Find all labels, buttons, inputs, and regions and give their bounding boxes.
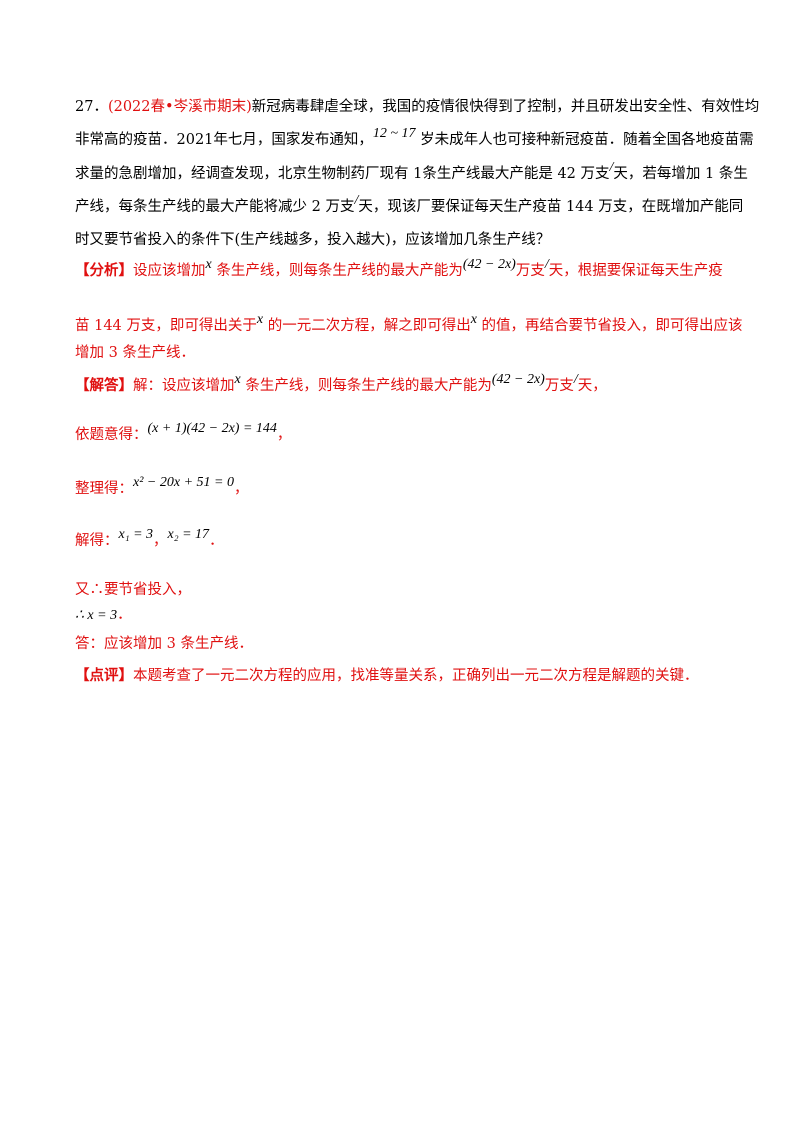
question-text-4a: 产线，每条生产线的最大产能将减少 2 万支 [75,199,355,215]
analysis-line-3: 增加 3 条生产线． [75,343,735,363]
question-line-4: 产线，每条生产线的最大产能将减少 2 万支/天，现该厂要保证每天生产疫苗 144… [75,193,743,218]
analysis-text-5: 苗 144 万支，即可得出关于 [75,318,257,334]
therefore-end: ． [117,607,132,623]
variable-x: x [256,312,264,327]
therefore-line: ∴ x = 3． [75,605,735,626]
capacity-expression: (42 − 2x) [491,372,545,387]
simplified-label: 整理得： [75,481,133,497]
analysis-text-4: 天，根据要保证每天生产疫 [548,263,723,279]
answer-text: 答：应该增加 3 条生产线． [75,636,253,652]
analysis-text-2: 条生产线，则每条生产线的最大产能为 [211,263,463,279]
analysis-text-1: 设应该增加 [133,263,206,279]
comment-tag: 【点评】 [75,667,133,684]
roots-label: 解得： [75,533,119,549]
answer-line: 答：应该增加 3 条生产线． [75,634,735,654]
analysis-line-2: 苗 144 万支，即可得出关于x 的一元二次方程，解之即可得出x 的值，再结合要… [75,312,743,337]
simplified-equation-math: x² − 20x + 51 = 0 [133,475,234,490]
comment-line: 【点评】本题考查了一元二次方程的应用，找准等量关系，正确列出一元二次方程是解题的… [75,666,735,686]
question-text-4b: 天，现该厂要保证每天生产疫苗 144 万支，在既增加产能同 [358,199,744,215]
roots-end: ． [209,533,224,549]
solution-text-4: 天， [577,378,607,394]
solution-line-1: 【解答】解：设应该增加x 条生产线，则每条生产线的最大产能为(42 − 2x)万… [75,372,735,397]
simplified-line: 整理得：x² − 20x + 51 = 0， [75,475,735,500]
variable-x: x [205,257,212,272]
comment-text: 本题考查了一元二次方程的应用，找准等量关系，正确列出一元二次方程是解题的关键． [133,668,699,684]
analysis-line-1: 【分析】设应该增加x 条生产线，则每条生产线的最大产能为(42 − 2x)万支/… [75,257,735,282]
equation-end: ， [276,427,292,443]
age-range-math: 12 ~ 17 [372,126,416,141]
equation-label: 依题意得： [75,427,148,443]
since-text: 又∴要节省投入， [75,582,191,598]
simplified-end: ， [233,481,249,497]
question-text-3b: 天，若每增加 1 条生 [613,166,748,182]
analysis-text-3: 万支 [515,263,545,279]
solution-text-1: 解：设应该增加 [133,378,235,394]
question-line-5: 时又要节省投入的条件下(生产线越多，投入越大)，应该增加几条生产线？ [75,230,735,250]
analysis-text-7: 的值，再结合要节省投入，即可得出应该 [476,318,743,334]
since-line: 又∴要节省投入， [75,580,735,600]
capacity-expression: (42 − 2x) [462,257,516,272]
question-text-1: 新冠病毒肆虐全球，我国的疫情很快得到了控制，并且研发出安全性、有效性均 [251,99,760,115]
analysis-text-8: 增加 3 条生产线． [75,345,195,361]
question-text-5: 时又要节省投入的条件下(生产线越多，投入越大)，应该增加几条生产线？ [75,232,551,248]
roots-separator: ， [153,533,168,549]
analysis-tag: 【分析】 [75,262,133,279]
equation-line: 依题意得：(x + 1)(42 − 2x) = 144， [75,421,735,446]
solution-tag: 【解答】 [75,377,133,394]
slash-symbol: / [544,257,549,272]
question-line-1: 27．(2022春•岑溪市期末)新冠病毒肆虐全球，我国的疫情很快得到了控制，并且… [75,97,759,117]
question-text-2b: 岁未成年人也可接种新冠疫苗．随着全国各地疫苗需 [415,132,754,148]
question-text-2: 非常高的疫苗．2021年七月，国家发布通知， [75,132,373,148]
slash-symbol: / [354,193,359,208]
question-line-3: 求量的急剧增加，经调查发现，北京生物制药厂现有 1条生产线最大产能是 42 万支… [75,160,748,185]
question-source: (2022春•岑溪市期末) [107,99,252,115]
root-x1-math: x₁ = 3 [118,527,154,542]
therefore-math: ∴ x = 3 [75,608,118,623]
analysis-text-6: 的一元二次方程，解之即可得出 [263,318,471,334]
solution-text-3: 万支 [544,378,574,394]
root-x2-math: x₂ = 17 [167,527,210,542]
question-number: 27． [75,99,108,115]
question-line-2: 非常高的疫苗．2021年七月，国家发布通知，12 ~ 17 岁未成年人也可接种新… [75,126,754,151]
variable-x: x [234,372,241,387]
slash-symbol: / [609,160,614,175]
equation-math: (x + 1)(42 − 2x) = 144 [147,421,277,436]
solution-roots-line: 解得：x₁ = 3，x₂ = 17． [75,527,735,552]
variable-x: x [470,312,477,327]
solution-text-2: 条生产线，则每条生产线的最大产能为 [240,378,492,394]
slash-symbol: / [573,372,578,387]
question-text-3a: 求量的急剧增加，经调查发现，北京生物制药厂现有 1条生产线最大产能是 42 万支 [75,166,610,182]
